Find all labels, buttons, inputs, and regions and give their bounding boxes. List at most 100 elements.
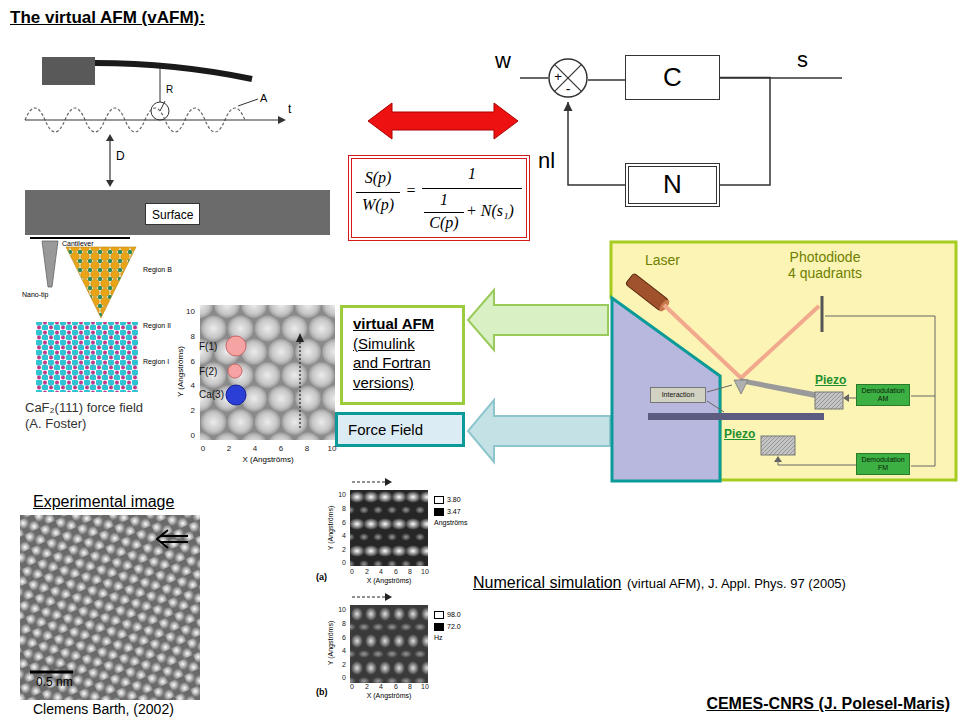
text-label: S(p) bbox=[356, 169, 400, 187]
text-label: Force Field bbox=[348, 421, 452, 438]
text-label: 6 bbox=[394, 568, 398, 576]
cantilever-sketch bbox=[42, 57, 95, 85]
panel-outline bbox=[611, 242, 956, 480]
text-label: 10 bbox=[328, 444, 337, 453]
piezo-block bbox=[815, 392, 843, 409]
text-slot: (a) bbox=[316, 572, 327, 582]
text-slot: Numerical simulation bbox=[473, 574, 622, 592]
text-label: Ca(3) bbox=[199, 389, 224, 401]
connector bbox=[720, 78, 770, 186]
text-label: Piezo bbox=[724, 428, 755, 442]
force-field-map bbox=[296, 333, 304, 342]
text-label: Experimental image bbox=[33, 493, 174, 511]
text-label: X (Angströms) bbox=[367, 692, 412, 700]
text-slot: D bbox=[116, 150, 125, 164]
legend-swatch bbox=[434, 496, 444, 504]
nonlinear-block: N bbox=[625, 163, 720, 207]
summing-junction: +- bbox=[548, 58, 588, 102]
text-label: R bbox=[166, 84, 173, 96]
text-label: Interaction bbox=[655, 391, 701, 399]
text-slot: Piezo bbox=[724, 428, 755, 442]
control-wire bbox=[825, 316, 935, 466]
text-slot: 4 bbox=[46, 532, 346, 540]
laser-beam bbox=[664, 305, 819, 378]
experimental-image bbox=[157, 530, 168, 548]
text-slot: 2 bbox=[217, 568, 517, 576]
fraction-bar bbox=[422, 188, 522, 189]
transfer-function-box: S(p)W(p)=11C(p)+ N(s₁) bbox=[348, 155, 530, 241]
text-slot: Region B bbox=[143, 266, 172, 274]
force-field-map bbox=[200, 305, 335, 440]
cantilever-sketch bbox=[109, 138, 110, 183]
connector bbox=[468, 290, 608, 350]
cantilever-sketch bbox=[160, 68, 161, 102]
text-slot: Cantilever bbox=[62, 240, 94, 248]
text-slot: F(2) bbox=[199, 366, 217, 378]
text-label: X (Angströms) bbox=[367, 577, 412, 585]
text-label: X (Angströms) bbox=[242, 455, 293, 464]
cantilever bbox=[740, 378, 820, 399]
simulation-images bbox=[352, 482, 385, 483]
demodulation-block: Demodulation AM bbox=[856, 384, 910, 406]
text-slot: A bbox=[260, 92, 267, 105]
controller-block: C bbox=[625, 55, 720, 100]
control-wire bbox=[707, 385, 732, 392]
double-arrow bbox=[368, 103, 518, 139]
text-label: Cantilever bbox=[62, 240, 94, 248]
text-slot: 0 bbox=[46, 674, 346, 682]
text-slot: 4 bbox=[0, 381, 195, 390]
text-label: A bbox=[260, 92, 267, 105]
text-label: w bbox=[495, 48, 511, 73]
text-slot: CEMES-CNRS (J. Polesel-Maris) bbox=[650, 695, 950, 713]
text-label: D bbox=[116, 150, 125, 164]
text-label: Region I bbox=[143, 358, 169, 366]
text-slot: 1 bbox=[424, 191, 464, 209]
cantilever bbox=[734, 380, 748, 394]
experimental-image bbox=[20, 515, 200, 700]
experimental-image bbox=[160, 535, 188, 537]
text-slot: The virtual AFM (vAFM): bbox=[10, 8, 205, 28]
control-wire bbox=[849, 398, 856, 399]
caf2-model bbox=[30, 238, 138, 392]
force-field-map bbox=[200, 305, 335, 440]
text-slot: 0 bbox=[202, 683, 502, 691]
text-label: 2 bbox=[365, 568, 369, 576]
force-field-map bbox=[226, 336, 246, 356]
text-slot: Experimental image bbox=[33, 493, 174, 511]
text-label: 10 bbox=[338, 491, 346, 499]
text-label: Laser bbox=[645, 252, 680, 268]
text-slot: 3.80 bbox=[447, 496, 461, 504]
simulation-images bbox=[385, 478, 392, 486]
connector-line bbox=[720, 78, 770, 186]
signal-wire bbox=[520, 77, 548, 79]
text-label: Y (Angströms) bbox=[327, 621, 335, 666]
text-label: Nano-tip bbox=[22, 291, 48, 299]
text-slot: 8 bbox=[0, 332, 195, 341]
text-slot: 8 bbox=[46, 620, 346, 628]
connector bbox=[564, 102, 626, 185]
text-label: 6 bbox=[342, 519, 346, 527]
text-label: 6 bbox=[279, 444, 283, 453]
text-label: 3.80 bbox=[447, 496, 461, 504]
text-label: Hz bbox=[434, 634, 443, 642]
force-field-map bbox=[299, 341, 300, 428]
simulation-images bbox=[352, 597, 385, 598]
connector bbox=[588, 80, 625, 81]
block-arrow bbox=[468, 400, 610, 462]
region-outline bbox=[612, 298, 720, 481]
text-label: 8 bbox=[305, 444, 309, 453]
text-label: F(1) bbox=[199, 341, 217, 353]
text-label: 10 bbox=[421, 568, 429, 576]
text-label: CEMES-CNRS (J. Polesel-Maris) bbox=[706, 695, 950, 713]
block-arrow bbox=[468, 290, 608, 350]
text-label: Piezo bbox=[815, 374, 846, 388]
virtual-afm-box: virtual AFM(Simulink and Fortran version… bbox=[340, 305, 465, 405]
double-arrow bbox=[368, 103, 518, 139]
text-label: 4 bbox=[342, 647, 346, 655]
text-slot: 0 bbox=[0, 431, 195, 440]
text-label: CaF₂(111) force field (A. Foster) bbox=[25, 400, 157, 431]
text-label: 8 bbox=[342, 505, 346, 513]
text-slot: 0 bbox=[46, 559, 346, 567]
text-label: 8 bbox=[342, 620, 346, 628]
text-label: Demodulation AM bbox=[860, 387, 906, 403]
